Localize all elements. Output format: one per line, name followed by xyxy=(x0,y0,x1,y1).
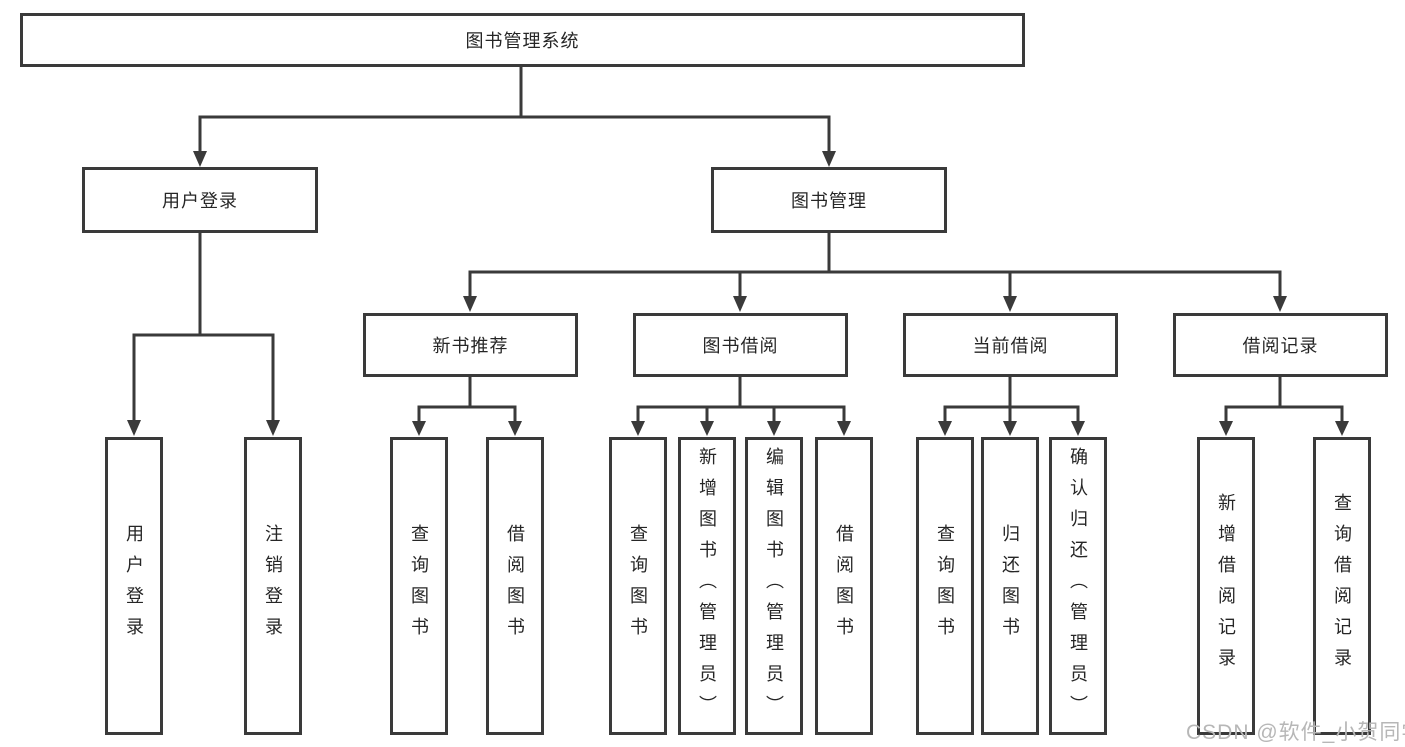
leaf-confirm-return-admin: 确认归还（管理员） xyxy=(1049,437,1107,735)
node-root-library-system: 图书管理系统 xyxy=(20,13,1025,67)
connector-book-management-to-level3 xyxy=(463,232,1287,312)
leaf-query-books-recommend: 查询图书 xyxy=(390,437,448,735)
connector-current-borrow-to-leaves xyxy=(938,375,1085,436)
connector-user-login-to-leaves xyxy=(127,233,280,436)
leaf-query-books-borrow: 查询图书 xyxy=(609,437,667,735)
leaf-borrow-books: 借阅图书 xyxy=(815,437,873,735)
leaf-add-borrow-record: 新增借阅记录 xyxy=(1197,437,1255,735)
leaf-logout: 注销登录 xyxy=(244,437,302,735)
node-borrowing-records: 借阅记录 xyxy=(1173,313,1388,377)
leaf-add-book-admin: 新增图书（管理员） xyxy=(678,437,736,735)
node-book-management: 图书管理 xyxy=(711,167,947,233)
leaf-borrow-books-recommend: 借阅图书 xyxy=(486,437,544,735)
leaf-user-login: 用户登录 xyxy=(105,437,163,735)
watermark: CSDN @软件_小贺同学 xyxy=(1186,721,1405,744)
leaf-query-books-current: 查询图书 xyxy=(916,437,974,735)
leaf-edit-book-admin: 编辑图书（管理员） xyxy=(745,437,803,735)
connector-new-book-to-leaves xyxy=(412,375,522,436)
connector-root-to-level2 xyxy=(193,66,836,167)
node-new-book-recommendation: 新书推荐 xyxy=(363,313,578,377)
leaf-query-borrow-record: 查询借阅记录 xyxy=(1313,437,1371,735)
node-current-borrowing: 当前借阅 xyxy=(903,313,1118,377)
connector-borrow-records-to-leaves xyxy=(1219,375,1349,436)
leaf-return-books: 归还图书 xyxy=(981,437,1039,735)
node-user-login: 用户登录 xyxy=(82,167,318,233)
connector-book-borrow-to-leaves xyxy=(631,375,851,436)
node-book-borrowing: 图书借阅 xyxy=(633,313,848,377)
